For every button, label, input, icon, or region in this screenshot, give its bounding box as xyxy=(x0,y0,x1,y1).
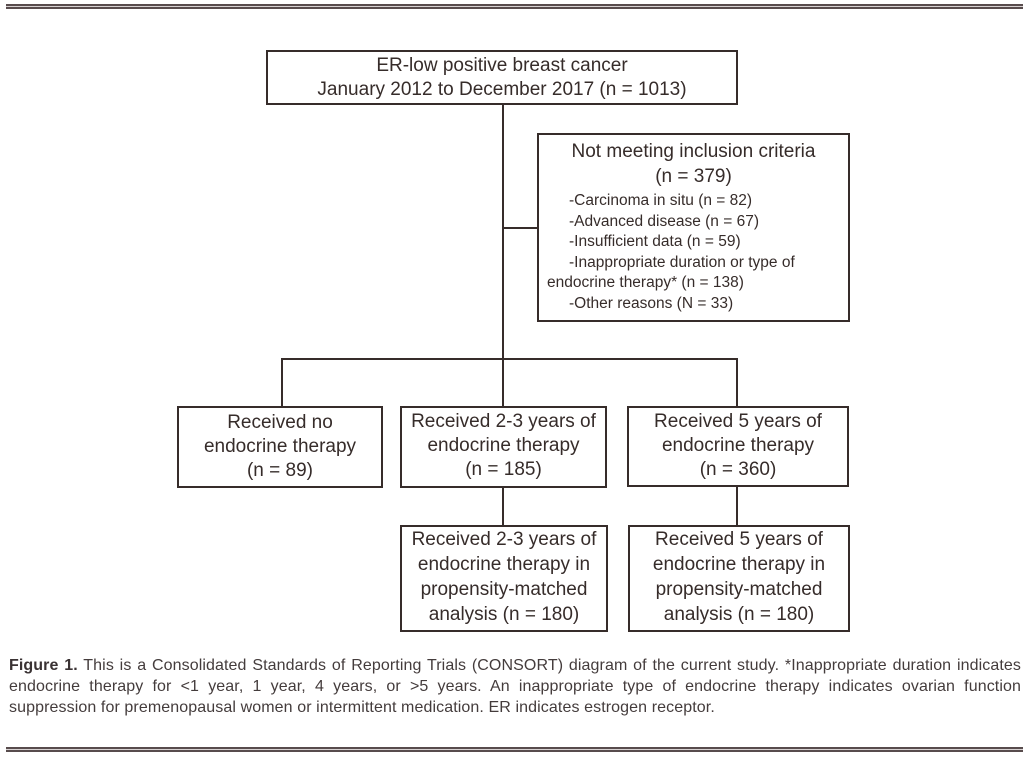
matched-box-line: analysis (n = 180) xyxy=(428,604,580,625)
bottom-horizontal-rule xyxy=(6,747,1023,752)
branch-stub-right xyxy=(736,358,738,406)
matched-box-line: endocrine therapy in xyxy=(652,554,826,575)
matched-box-5-years: Received 5 years of endocrine therapy in… xyxy=(628,525,850,632)
figure-caption: Figure 1. This is a Consolidated Standar… xyxy=(9,655,1021,718)
exclusion-item: -Carcinoma in situ (n = 82) xyxy=(569,192,753,209)
connector-arm3-to-matched xyxy=(736,487,738,525)
arm-box-line: Received no xyxy=(227,412,333,433)
matched-box-line: Received 2-3 years of xyxy=(411,529,597,550)
connector-to-exclusion-horizontal xyxy=(503,227,538,229)
exclusion-item: -Other reasons (N = 33) xyxy=(569,294,734,312)
arm-box-5-years: Received 5 years of endocrine therapy (n… xyxy=(627,406,849,487)
matched-box-line: endocrine therapy in xyxy=(417,554,591,575)
figure-caption-text: This is a Consolidated Standards of Repo… xyxy=(9,657,1021,716)
arm-box-line: Received 2-3 years of xyxy=(411,411,596,432)
exclusion-count: (n = 379) xyxy=(655,166,732,187)
top-horizontal-rule xyxy=(6,4,1023,9)
branch-horizontal-line xyxy=(281,358,738,360)
connector-arm2-to-matched xyxy=(502,488,504,525)
enrollment-line: ER-low positive breast cancer xyxy=(376,55,628,76)
exclusion-item: -Insufficient data (n = 59) xyxy=(569,233,741,250)
arm-box-line: Received 5 years of xyxy=(654,411,822,432)
exclusion-item-list: -Carcinoma in situ (n = 82) -Advanced di… xyxy=(539,189,848,314)
branch-stub-left xyxy=(281,358,283,406)
matched-box-2-3-years: Received 2-3 years of endocrine therapy … xyxy=(400,525,608,632)
arm-box-line: endocrine therapy xyxy=(661,435,815,456)
matched-box-line: analysis (n = 180) xyxy=(663,604,815,625)
exclusion-item: -Inappropriate duration or type of endoc… xyxy=(547,253,795,292)
arm-box-no-endocrine-therapy: Received no endocrine therapy (n = 89) xyxy=(177,406,383,488)
figure-caption-label: Figure 1. xyxy=(9,657,78,674)
arm-box-line: endocrine therapy xyxy=(427,435,580,456)
connector-top-to-arms-vertical xyxy=(502,105,504,406)
enrollment-line: January 2012 to December 2017 (n = 1013) xyxy=(317,79,687,100)
exclusion-box: Not meeting inclusion criteria (n = 379)… xyxy=(537,133,850,322)
matched-box-line: propensity-matched xyxy=(420,579,588,600)
arm-box-line: endocrine therapy xyxy=(203,436,357,457)
arm-box-line: (n = 89) xyxy=(246,460,313,481)
exclusion-item: -Advanced disease (n = 67) xyxy=(569,212,759,230)
matched-box-line: propensity-matched xyxy=(655,579,823,600)
enrollment-box: ER-low positive breast cancer January 20… xyxy=(266,50,738,105)
arm-box-line: (n = 185) xyxy=(465,459,542,480)
arm-box-2-3-years: Received 2-3 years of endocrine therapy … xyxy=(400,406,607,488)
matched-box-line: Received 5 years of xyxy=(655,529,823,550)
arm-box-line: (n = 360) xyxy=(699,459,777,480)
exclusion-title: Not meeting inclusion criteria xyxy=(571,141,816,162)
